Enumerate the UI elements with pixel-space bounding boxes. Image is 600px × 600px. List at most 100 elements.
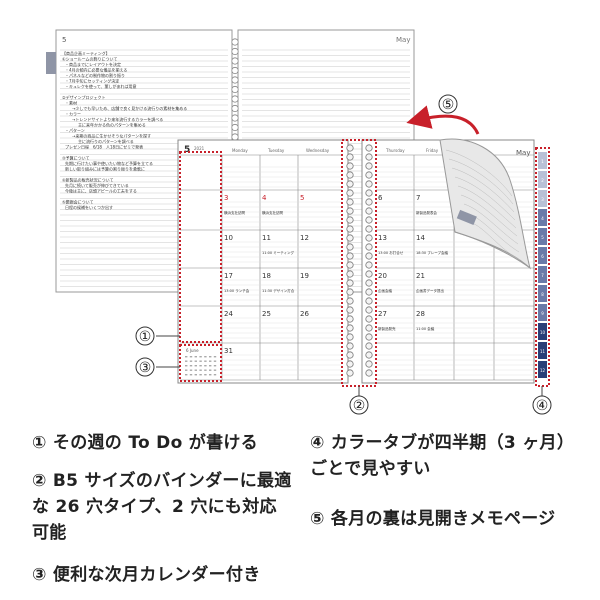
calendar-note: 企画会議: [378, 288, 392, 293]
binder-hole: [231, 95, 239, 103]
calendar-date: 20: [378, 272, 387, 280]
mini-cal-cell: [185, 374, 188, 376]
binder-hole: [365, 207, 373, 215]
memo-handwritten-notes: 【商品企画ミーティング】①ショールームの飾りについて・商品までにレイアウトを決定…: [62, 50, 187, 210]
calendar-date: 18: [262, 272, 271, 280]
binder-hole: [346, 207, 354, 215]
caption-5-text: ⑤ 各月の裏は見開きメモページ: [310, 509, 556, 529]
mini-cal-cell: [194, 360, 197, 362]
weekday-header: Wednesday: [306, 148, 330, 153]
callout-2-label: ②: [353, 398, 366, 414]
memo-left-page-number: 5: [62, 36, 66, 44]
binder-hole: [346, 252, 354, 260]
mini-cal-cell: [209, 365, 212, 367]
memo-note-line: 今後は主に、店頭アピールの工夫をする: [65, 188, 137, 194]
binder-hole: [365, 333, 373, 341]
binder-hole: [365, 243, 373, 251]
color-tab: [538, 209, 547, 226]
color-tab-number: 4: [541, 216, 544, 221]
color-tab: [538, 228, 547, 245]
binder-hole: [365, 234, 373, 242]
calendar-note: 13:00 ランチ会: [224, 288, 250, 293]
binder-hole: [346, 198, 354, 206]
binder-hole: [365, 279, 373, 287]
calendar-note: 横浜支社訪問: [224, 210, 245, 215]
mini-cal-cell: [209, 360, 212, 362]
callout-5-label: ⑤: [442, 97, 455, 113]
mini-cal-cell: [189, 360, 193, 362]
highlight-todo-column: [179, 151, 222, 343]
year-label: 2021: [194, 146, 205, 151]
weekday-header: Thursday: [385, 148, 405, 153]
caption-4-line-1: ④ カラータブが四半期（3 ヶ月）: [310, 433, 575, 453]
curl-tab: [456, 209, 477, 226]
memo-note-line: ①ショールームの飾りについて: [62, 56, 117, 62]
binder-hole: [231, 114, 239, 122]
memo-note-line: ②デザインプロジェクト: [62, 94, 105, 100]
memo-note-line: ・7月中旬にセッティング決定: [65, 78, 119, 84]
calendar-date: 17: [224, 272, 233, 280]
binder-hole: [231, 123, 239, 132]
monthly-left-page: [177, 139, 349, 384]
caption-2-line-2: な 26 穴タイプ、2 穴にも対応: [32, 497, 277, 517]
color-tab: [538, 266, 547, 283]
weekday-header: Friday: [426, 148, 439, 153]
calendar-date: 24: [224, 310, 233, 318]
mini-cal-cell: [185, 360, 188, 362]
calendar-note: 新製品発表会: [416, 210, 437, 215]
mini-cal-cell: [189, 374, 193, 376]
mini-cal-cell: [199, 356, 202, 358]
calendar-note: 横浜支社訪問: [262, 210, 283, 215]
mini-cal-cell: [199, 360, 202, 362]
binder-hole: [365, 162, 373, 170]
memo-note-line: ・パターン: [65, 127, 85, 133]
memo-note-line: 主に来年かかる色のパターンを集める: [78, 122, 146, 128]
calendar-note: 新製品発売: [378, 326, 396, 331]
binder-hole: [231, 133, 239, 141]
binder-hole: [346, 261, 354, 269]
memo-right-page-month: May: [396, 36, 410, 44]
page-curl: [439, 138, 531, 270]
callout-4-label: ④: [536, 398, 549, 414]
calendar-date: 21: [416, 272, 425, 280]
mini-cal-cell: [185, 356, 188, 358]
mini-cal-cell: [185, 365, 188, 367]
binder-hole: [365, 270, 373, 278]
mini-cal-cell: [204, 369, 207, 371]
callout-3-marker: [135, 357, 155, 377]
binder-hole: [231, 66, 239, 75]
binder-hole: [346, 315, 354, 323]
caption-2-line-3: 可能: [32, 523, 67, 543]
binder-hole: [346, 360, 354, 368]
binder-hole: [346, 144, 354, 152]
memo-note-line: 新しい取り組みには予算の割り振りを柔軟に: [65, 166, 145, 172]
binder-hole: [365, 369, 373, 377]
binder-hole: [365, 342, 373, 350]
mini-cal-cell: [194, 356, 197, 358]
monthly-binder-holes: [346, 144, 373, 377]
color-tab-number: 8: [541, 292, 544, 297]
binder-hole: [231, 47, 239, 56]
curl-line: [469, 221, 521, 261]
memo-note-line: →トレンドサイトより来年流行するカラーを調べる: [72, 116, 163, 122]
month-label: May: [516, 149, 530, 157]
mini-cal-cell: [204, 356, 207, 358]
binder-hole: [346, 288, 354, 296]
binder-hole: [346, 297, 354, 305]
memo-note-line: ・商品までにレイアウトを決定: [65, 61, 121, 67]
calendar-date: 19: [300, 272, 309, 280]
caption-1: ① その週の To Do が書ける: [32, 430, 258, 456]
memo-note-line: →来期の商品に生かせそうなパターンを探す: [72, 133, 151, 139]
binder-hole: [346, 180, 354, 188]
callout-4-marker: [532, 395, 552, 415]
binder-hole: [346, 342, 354, 350]
binder-hole: [365, 261, 373, 269]
color-tab-number: 7: [541, 273, 544, 278]
calendar-date: 10: [224, 234, 233, 242]
memo-note-line: 主に流行りのパターンを調べる: [78, 138, 134, 144]
memo-note-line: プレゼン日程 6/18 人18日にゼミで発表: [65, 144, 143, 150]
memo-note-line: ・4月の傾向に必要な備品を揃える: [65, 67, 127, 73]
color-tab-number: 1: [541, 159, 544, 164]
color-tab: [538, 323, 547, 340]
